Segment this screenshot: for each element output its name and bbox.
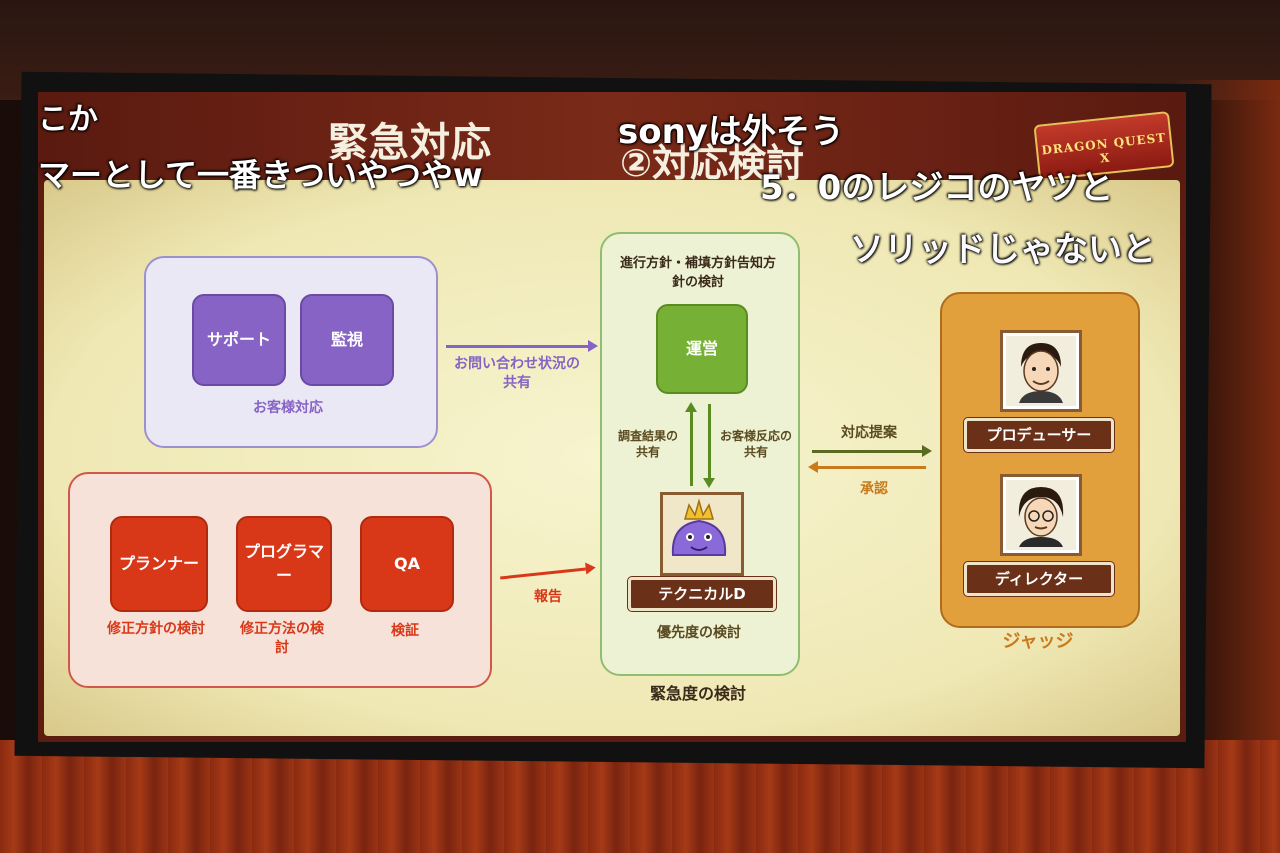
comment-4: 5．0のレジコのヤツと: [760, 168, 1114, 208]
inquiry-arrow: [446, 340, 598, 352]
investigation-label: 調査結果の共有: [617, 429, 678, 459]
monitoring-tile: 監視: [300, 294, 394, 386]
slime-icon: [671, 498, 727, 556]
approval-arrow: [808, 461, 926, 473]
producer-face-icon: [1019, 343, 1063, 403]
slide-header: [38, 92, 1186, 184]
slide-title: 緊急対応: [328, 120, 492, 166]
technical-director-portrait: [660, 492, 744, 576]
slide-subtitle: ②対応検討: [620, 141, 805, 185]
presentation-slide: 緊急対応 ②対応検討 DRAGON QUEST X サポート 監視 お客様対応 …: [38, 92, 1186, 742]
priority-label: 優先度の検討: [657, 625, 741, 641]
qa-caption: 検証: [391, 623, 419, 639]
report-label: 報告: [534, 589, 562, 605]
director-face-icon: [1018, 487, 1064, 547]
director-portrait: [1000, 474, 1082, 556]
proposal-label: 対応提案: [841, 425, 897, 441]
operations-tile: 運営: [656, 304, 748, 394]
programmer-caption: 修正方法の検討: [240, 621, 324, 656]
operations-header: 進行方針・補填方針告知方針の検討: [619, 256, 776, 290]
comment-1: こか: [38, 102, 98, 137]
programmer-tile: プログラマー: [236, 516, 332, 612]
judge-label: ジャッジ: [1002, 631, 1074, 652]
inquiry-label: お問い合わせ状況の共有: [454, 356, 580, 391]
investigation-arrow: [685, 402, 697, 486]
qa-tile: QA: [360, 516, 454, 612]
urgency-label: 緊急度の検討: [649, 684, 746, 703]
planner-caption: 修正方針の検討: [107, 621, 205, 637]
support-tile: サポート: [192, 294, 286, 386]
proposal-arrow: [812, 445, 932, 457]
comment-3: マーとして一番きついやつやw: [38, 156, 483, 194]
producer-portrait: [1000, 330, 1082, 412]
reaction-label: お客様反応の共有: [720, 429, 793, 459]
technical-director-plate: テクニカルD: [628, 577, 776, 611]
director-plate: ディレクター: [964, 562, 1114, 596]
customer-support-label: お客様対応: [253, 400, 323, 416]
planner-tile: プランナー: [110, 516, 208, 612]
producer-plate: プロデューサー: [964, 418, 1114, 452]
approval-label: 承認: [860, 481, 888, 497]
reaction-arrow: [703, 404, 715, 488]
comment-2: sonyは外そう: [618, 112, 844, 152]
comment-5: ソリッドじゃないと: [850, 230, 1156, 270]
